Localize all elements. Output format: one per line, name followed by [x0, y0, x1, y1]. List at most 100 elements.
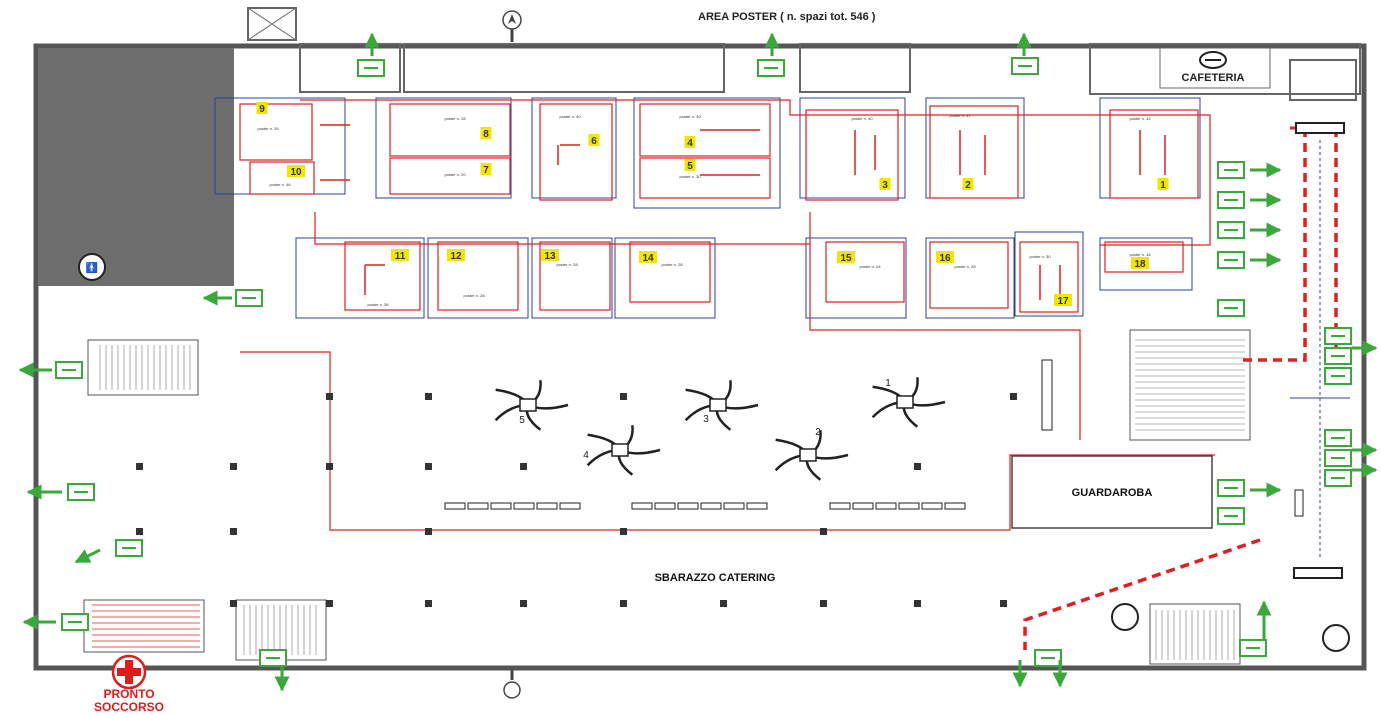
exit-sign-icon [1324, 327, 1352, 345]
zone-caption: poster n. 20 [444, 172, 466, 177]
catering-station-number: 2 [815, 427, 821, 438]
zone-caption: poster n. 46 [269, 182, 291, 187]
zone-caption: poster n. 36 [367, 302, 389, 307]
exit-sign-icon [1324, 469, 1352, 487]
exit-sign-icon [55, 361, 83, 379]
elevator-icon-2 [1111, 603, 1350, 652]
zone-caption: poster n. 30 [679, 114, 701, 119]
zone-caption: poster n. 28 [463, 293, 485, 298]
exit-sign-icon [1217, 479, 1245, 497]
exit-sign-icon [1324, 449, 1352, 467]
catering-station: 1 [871, 377, 946, 428]
page-title: AREA POSTER ( n. spazi tot. 546 ) [698, 11, 876, 23]
zone-label-bg [639, 251, 657, 263]
cafeteria-label: CAFETERIA [1182, 72, 1245, 84]
zone-label-bg [684, 136, 696, 148]
zone-caption: poster n. 28 [556, 262, 578, 267]
zone-label-bg [837, 251, 855, 263]
exit-sign-icon [1217, 299, 1245, 317]
zone-label-bg [541, 249, 559, 261]
exit-sign-icon [67, 483, 95, 501]
exit-arrow-icon [74, 548, 101, 564]
exit-sign-icon [1239, 639, 1267, 657]
exit-sign-icon [1324, 429, 1352, 447]
zone-caption: poster n. 24 [859, 264, 881, 269]
catering-label: SBARAZZO CATERING [655, 572, 776, 584]
catering-station: 4 [583, 425, 661, 476]
zone-number: 10 [290, 167, 302, 178]
zone-number: 13 [544, 251, 556, 262]
catering-station-number: 5 [519, 415, 525, 426]
zone-number: 11 [395, 251, 406, 262]
zone-number: 18 [1134, 259, 1146, 270]
table-rows [444, 359, 1304, 517]
zone-number: 5 [687, 161, 693, 172]
building-walls [33, 7, 1367, 671]
zone-caption: poster n. 30 [1029, 254, 1051, 259]
zone-caption: poster n. 40 [851, 116, 873, 121]
north-icon-bottom [503, 670, 521, 699]
catering-station-number: 1 [885, 378, 891, 389]
zone-caption: poster n. 40 [559, 114, 581, 119]
zone-number: 15 [840, 253, 852, 264]
zone-number: 9 [259, 104, 265, 115]
north-icon [502, 10, 522, 42]
exit-sign-icon [357, 59, 385, 77]
exit-sign-icon [1217, 251, 1245, 269]
zone-number: 4 [687, 138, 693, 149]
fire-hose-icon [1293, 122, 1345, 579]
exit-sign-icon [1217, 191, 1245, 209]
zone-number: 1 [1160, 180, 1166, 191]
zone-caption: poster n. 28 [661, 262, 683, 267]
zone-label-bg [256, 102, 268, 114]
exit-sign-icon [259, 649, 287, 667]
first-aid-label-line2: SOCCORSO [94, 700, 164, 714]
zone-label-bg [287, 165, 305, 177]
exit-sign-icon [1217, 221, 1245, 239]
zone-label-bg [1054, 294, 1072, 306]
exit-sign-icon [1324, 347, 1352, 365]
exit-sign-icon [1324, 367, 1352, 385]
building-columns [136, 393, 1017, 607]
zone-caption: poster n. 28 [954, 264, 976, 269]
zone-label-bg [962, 178, 974, 190]
catering-station: 5 [494, 380, 569, 431]
zone-label-bg [936, 251, 954, 263]
exit-sign-icon [115, 539, 143, 557]
zone-label-bg [588, 134, 600, 146]
zone-label-bg [684, 159, 696, 171]
zone-caption: poster n. 28 [444, 116, 466, 121]
poster-racks [320, 124, 1166, 300]
first-aid-label-line1: PRONTO [103, 687, 154, 701]
catering-station-number: 4 [583, 450, 589, 461]
dark-service-block [38, 48, 234, 286]
zone-label-bg [447, 249, 465, 261]
zone-label-bg [480, 163, 492, 175]
zone-caption: poster n. 16 [1129, 252, 1151, 257]
exit-sign-icon [235, 289, 263, 307]
zone-label-bg [1157, 178, 1169, 190]
zone-caption: poster n. 26 [257, 126, 279, 131]
cafeteria-area [1159, 47, 1271, 89]
zone-label-bg [1131, 257, 1149, 269]
guardaroba-label: GUARDAROBA [1072, 487, 1153, 499]
exit-sign-icon [1217, 161, 1245, 179]
exit-sign-icon [1217, 507, 1245, 525]
catering-stations: 1 2 3 4 5 [494, 377, 946, 481]
zone-caption: poster n. 47 [949, 113, 971, 118]
catering-station: 2 [774, 427, 849, 481]
exit-sign-icon [1011, 57, 1039, 75]
exit-sign-icon [757, 59, 785, 77]
emergency-exit-signs [18, 32, 1378, 692]
zone-caption: poster n. 42 [1129, 116, 1151, 121]
zone-number: 7 [483, 165, 489, 176]
zone-number: 6 [591, 136, 597, 147]
svg-text:🚹: 🚹 [86, 261, 98, 274]
zone-caption: poster n. 30 [679, 174, 701, 179]
catering-station-number: 3 [703, 414, 709, 425]
zone-label-bg [480, 127, 492, 139]
poster-zone-captions: poster n. 42 poster n. 47 poster n. 40 post… [257, 113, 1151, 307]
zone-number: 12 [450, 251, 462, 262]
